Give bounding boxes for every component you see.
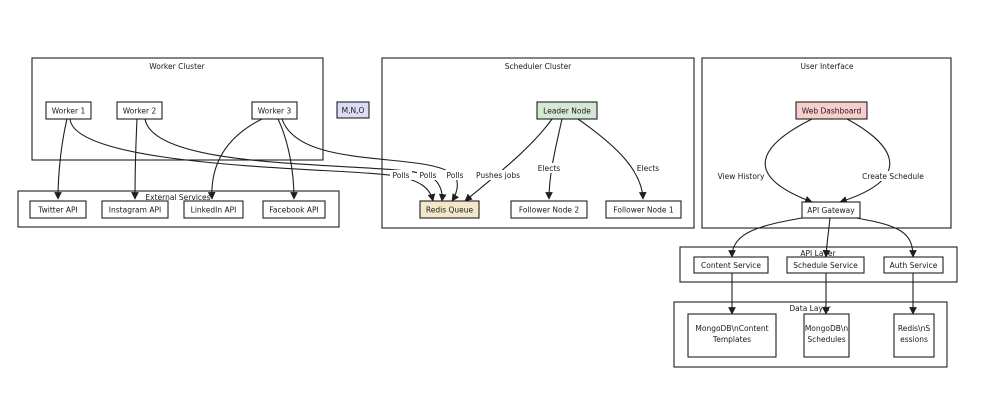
node-mongodb-schedules-line1: MongoDB\n xyxy=(805,324,849,333)
node-mongodb-content-templates[interactable]: MongoDB\nContent Templates xyxy=(687,313,777,358)
node-mongodb-content-templates-line2: Templates xyxy=(712,335,751,344)
node-worker-2[interactable]: Worker 2 xyxy=(116,101,163,120)
node-content-service[interactable]: Content Service xyxy=(693,256,769,274)
edge-worker3-linkedin xyxy=(207,118,263,200)
node-leader-label: Leader Node xyxy=(543,107,591,116)
edge-worker3-facebook xyxy=(277,118,298,200)
edge-dashboard-gateway-create xyxy=(839,118,891,204)
node-redis-sessions-line1: Redis\nS xyxy=(898,324,931,333)
node-auth-service-label: Auth Service xyxy=(890,261,938,270)
api-layer-cluster xyxy=(679,246,958,283)
scheduler-cluster-title: Scheduler Cluster xyxy=(505,62,572,71)
edge-label-polls-3: Polls xyxy=(447,171,464,180)
edge-gateway-schedule xyxy=(822,216,831,258)
edge-label-polls-1: Polls xyxy=(393,171,410,180)
node-twitter-api-label: Twitter API xyxy=(37,206,77,215)
node-mno-label: M,N,O xyxy=(342,106,365,115)
edge-label-elects-1: Elects xyxy=(538,164,561,173)
node-api-gateway[interactable]: API Gateway xyxy=(801,201,861,219)
edge-label-pushes-jobs: Pushes jobs xyxy=(476,171,520,180)
node-web-dashboard-label: Web Dashboard xyxy=(802,107,862,116)
edge-worker1-redis-queue xyxy=(69,118,436,202)
node-mongodb-schedules-line2: Schedules xyxy=(807,335,845,344)
worker-cluster: Worker Cluster xyxy=(31,57,324,161)
external-services-cluster-title: External Services xyxy=(145,193,210,202)
node-worker-1[interactable]: Worker 1 xyxy=(45,101,92,120)
node-redis-sessions-line2: essions xyxy=(900,335,928,344)
edge-labels: Polls Polls Polls Pushes jobs Elects Ele… xyxy=(390,163,924,181)
node-twitter-api[interactable]: Twitter API xyxy=(29,200,87,219)
node-linkedin-api[interactable]: LinkedIn API xyxy=(183,200,244,219)
data-layer-cluster-title: Data Layer xyxy=(789,304,831,313)
node-redis-queue-label: Redis Queue xyxy=(426,206,474,215)
node-follower-2[interactable]: Follower Node 2 xyxy=(510,200,588,219)
node-redis-queue[interactable]: Redis Queue xyxy=(419,200,480,219)
node-instagram-api-label: Instagram API xyxy=(109,206,161,215)
edge-worker1-twitter xyxy=(54,118,68,200)
node-leader-box xyxy=(536,101,598,120)
node-web-dashboard[interactable]: Web Dashboard xyxy=(795,101,868,120)
node-leader[interactable]: Leader Node xyxy=(536,101,598,120)
node-redis-sessions[interactable]: Redis\nS essions xyxy=(893,313,935,358)
node-schedule-service[interactable]: Schedule Service xyxy=(786,256,865,274)
worker-cluster-title: Worker Cluster xyxy=(149,62,205,71)
node-follower-1-label: Follower Node 1 xyxy=(613,206,674,215)
node-worker-3[interactable]: Worker 3 xyxy=(251,101,298,120)
edge-worker2-instagram xyxy=(131,118,139,200)
node-schedule-service-label: Schedule Service xyxy=(793,261,858,270)
edge-label-polls-2: Polls xyxy=(420,171,437,180)
node-worker-2-label: Worker 2 xyxy=(123,107,157,116)
node-worker-3-label: Worker 3 xyxy=(258,107,292,116)
node-mno[interactable]: M,N,O xyxy=(336,101,370,119)
api-layer-cluster-title: API Layer xyxy=(800,249,836,258)
node-auth-service[interactable]: Auth Service xyxy=(883,256,944,274)
node-content-service-label: Content Service xyxy=(701,261,761,270)
edge-gateway-content xyxy=(728,216,809,258)
node-follower-2-label: Follower Node 2 xyxy=(519,206,580,215)
edge-label-view-history: View History xyxy=(718,172,765,181)
edge-leader-follower2 xyxy=(545,118,563,200)
edge-dashboard-gateway-history xyxy=(764,118,813,204)
edges xyxy=(54,118,917,315)
node-follower-1[interactable]: Follower Node 1 xyxy=(605,200,682,219)
scheduler-cluster: Scheduler Cluster xyxy=(381,57,695,229)
node-web-dashboard-box xyxy=(795,101,868,120)
data-layer-cluster xyxy=(673,301,948,368)
node-worker-1-label: Worker 1 xyxy=(52,107,86,116)
external-services-cluster xyxy=(17,190,340,228)
edge-label-elects-2: Elects xyxy=(637,164,660,173)
node-facebook-api-label: Facebook API xyxy=(269,206,319,215)
node-instagram-api[interactable]: Instagram API xyxy=(101,200,169,219)
node-linkedin-api-label: LinkedIn API xyxy=(191,206,237,215)
user-interface-cluster-title: User Interface xyxy=(800,62,853,71)
edge-label-create-schedule: Create Schedule xyxy=(862,172,924,181)
node-mongodb-schedules[interactable]: MongoDB\n Schedules xyxy=(803,313,850,358)
node-mongodb-content-templates-line1: MongoDB\nContent xyxy=(695,324,768,333)
node-api-gateway-label: API Gateway xyxy=(807,206,855,215)
node-mno-box xyxy=(336,101,370,119)
user-interface-cluster: User Interface xyxy=(701,57,952,229)
edge-leader-follower1 xyxy=(577,118,647,200)
edge-worker3-redis-queue xyxy=(281,118,460,202)
edge-gateway-auth xyxy=(849,216,917,258)
edge-worker2-redis-queue xyxy=(144,118,447,202)
edge-leader-redis-queue xyxy=(464,118,553,202)
node-redis-queue-box xyxy=(419,200,480,219)
node-facebook-api[interactable]: Facebook API xyxy=(262,200,326,219)
